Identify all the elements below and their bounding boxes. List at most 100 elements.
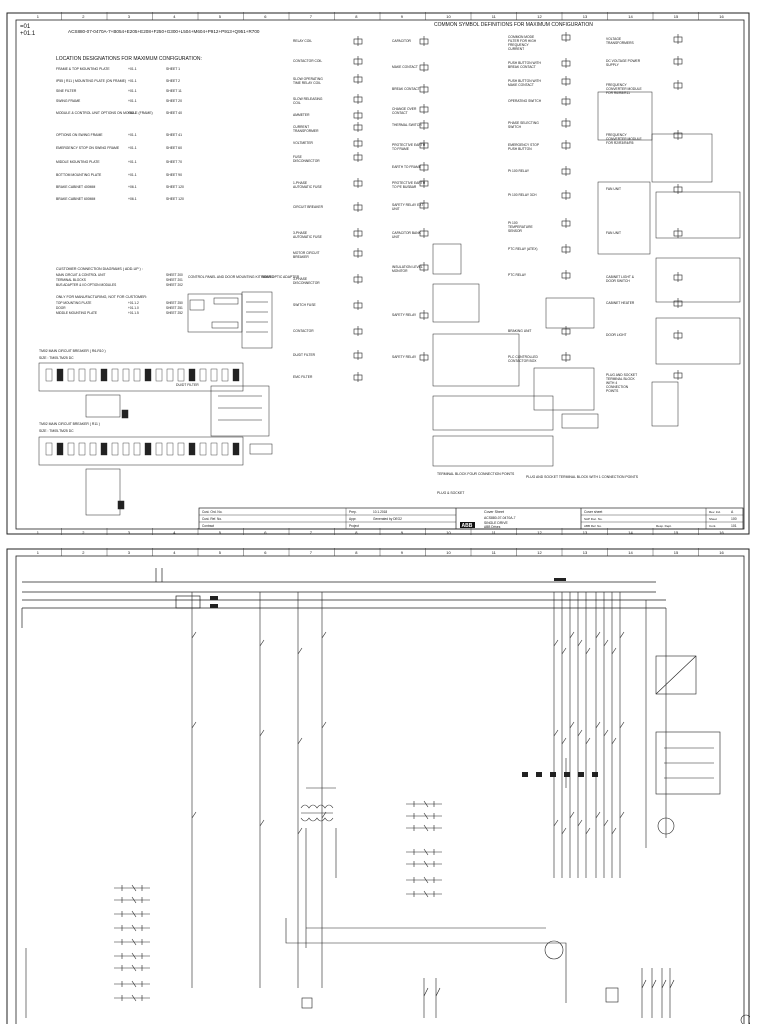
- customer-item-sheet: SHEET 202: [166, 283, 183, 287]
- border-number: 9: [401, 530, 404, 535]
- symbol-glyph: [673, 184, 683, 194]
- border-number: 10: [446, 14, 451, 19]
- control-panel-label: CONTROL PANEL AND DOOR MOUNTING KIT BOAR…: [188, 275, 274, 279]
- border-number: 4: [173, 530, 176, 535]
- transformer-symbol: [300, 804, 334, 822]
- symbol-glyph: [353, 326, 363, 336]
- border-number: 15: [674, 14, 679, 19]
- border-number: 1: [37, 530, 40, 535]
- location-sheet: SHEET 20: [166, 99, 182, 103]
- manufacturing-item-name: TOP MOUNTING PLATE: [56, 301, 91, 305]
- abb-unit: ABB Drives: [484, 525, 501, 529]
- appr-label: Appr.: [349, 517, 357, 521]
- symbol-glyph: [419, 36, 429, 46]
- symbol-glyph: [419, 140, 429, 150]
- customer-item-name: BUS ADAPTER & I/O OPTION MODULES: [56, 283, 116, 287]
- cont-label: Cont.: [709, 524, 716, 528]
- type-code: ACS880-07-0470A-7+B054+E205+E208+F250+G3…: [68, 29, 260, 34]
- tm02-r6-size: SIZE : TM05-TM25 DC: [39, 356, 74, 360]
- cont-value: 101: [731, 524, 737, 528]
- location-name: OPTIONS ON SWING FRAME: [56, 133, 103, 137]
- symbol-glyph: [419, 262, 429, 272]
- symbols-title: COMMON SYMBOL DEFINITIONS FOR MAXIMUM CO…: [434, 22, 593, 28]
- customer-item-name: MAIN CIRCUIT & CONTROL UNIT: [56, 273, 105, 277]
- right-title: Cover sheet: [584, 510, 602, 514]
- converter-module: [655, 655, 721, 835]
- symbol-glyph: [353, 274, 363, 284]
- symbol-glyph: [673, 370, 683, 380]
- border-number: 1: [37, 14, 40, 19]
- plug-socket-label: PLUG & SOCKET: [437, 491, 464, 495]
- location-title: LOCATION DESIGNATIONS FOR MAXIMUM CONFIG…: [56, 56, 202, 62]
- manufacturing-item-sheet: SHEET 250: [166, 301, 183, 305]
- border-number: 4: [173, 550, 176, 555]
- circuit-branches: [25, 592, 675, 1018]
- symbol-glyph: [353, 36, 363, 46]
- manufacturing-item-code: +01.1.0: [128, 306, 139, 310]
- symbol-glyph: [419, 200, 429, 210]
- prep-value: 10.1.2018: [373, 510, 387, 514]
- manufacturing-item-name: DOOR: [56, 306, 66, 310]
- border-number: 12: [537, 530, 542, 535]
- symbol-glyph: [561, 140, 571, 150]
- symbol-label: PTC RELAY (ATEX): [508, 247, 538, 251]
- border-number: 13: [583, 530, 588, 535]
- symbol-glyph: [561, 326, 571, 336]
- symbol-glyph: [561, 166, 571, 176]
- symbol-label: DOOR LIGHT: [606, 333, 627, 337]
- location-sheet: SHEET 2: [166, 79, 180, 83]
- location-code: +01.1: [128, 111, 137, 115]
- symbol-label: OPERATING SWITCH: [508, 99, 542, 103]
- border-number: 2: [82, 530, 85, 535]
- manufacturing-item-sheet: SHEET 252: [166, 311, 183, 315]
- symbol-label: BRAKING UNIT: [508, 329, 531, 333]
- drawing-desc: SINGLE DRIVE: [484, 521, 508, 525]
- symbol-glyph: [353, 74, 363, 84]
- symbol-label: MAKE CONTACT: [392, 65, 418, 69]
- page-id-a: =01: [20, 24, 31, 30]
- symbol-label: DU/DT FILTER: [293, 353, 316, 357]
- border-number: 2: [82, 550, 85, 555]
- location-name: BRAKE CABINET 400MM: [56, 185, 95, 189]
- symbol-glyph: [419, 162, 429, 172]
- location-sheet: SHEET 70: [166, 160, 182, 164]
- border-number: 16: [719, 550, 724, 555]
- border-number: 5: [219, 530, 222, 535]
- symbol-glyph: [673, 130, 683, 140]
- symbol-label: CONTACTOR COIL: [293, 59, 322, 63]
- symbol-glyph: [419, 228, 429, 238]
- location-sheet: SHEET 120: [166, 197, 184, 201]
- location-code: +01.1: [128, 99, 137, 103]
- symbol-label: RELAY COIL: [293, 39, 312, 43]
- symbol-glyph: [561, 58, 571, 68]
- border-number: 10: [446, 530, 451, 535]
- tm02-r11-breaker-drawing: [38, 436, 244, 516]
- cust-ref-no: Cust. Ref. No.: [202, 517, 222, 521]
- power-buses: [21, 568, 666, 628]
- abb-logo: ABB: [460, 522, 475, 529]
- symbol-glyph: [673, 34, 683, 44]
- symbol-glyph: [561, 190, 571, 200]
- symbol-glyph: [673, 56, 683, 66]
- dudt-filter-label: DU/DT FILTER: [176, 383, 199, 387]
- symbol-glyph: [353, 56, 363, 66]
- symbol-label: VOLTMETER: [293, 141, 314, 145]
- manufacturing-item-code: +01.1.2: [128, 301, 139, 305]
- location-sheet: SHEET 41: [166, 133, 182, 137]
- location-name: EMERGENCY STOP ON SWING FRAME: [56, 146, 120, 150]
- symbol-glyph: [353, 94, 363, 104]
